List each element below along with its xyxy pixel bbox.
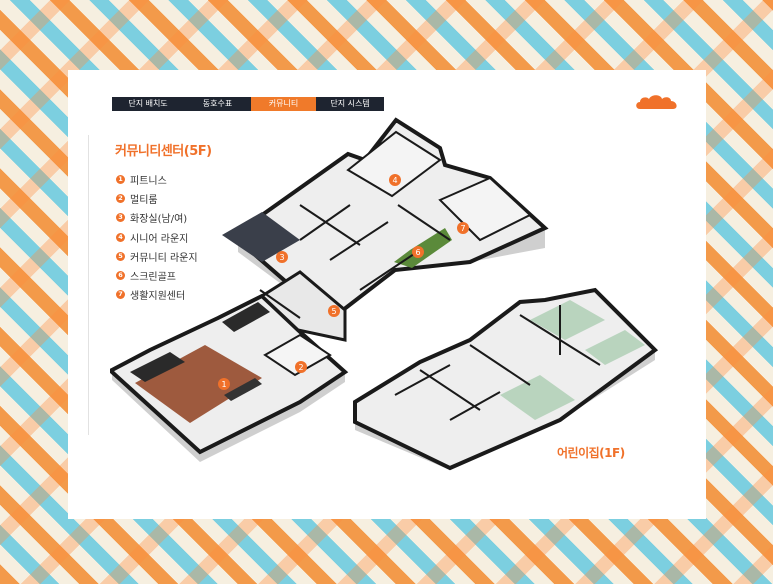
kindergarten-label: 어린이집(1F) <box>557 446 625 460</box>
section-title: 커뮤니티센터(5F) <box>115 144 212 159</box>
legend-item: 3 화장실(남/여) <box>116 208 198 227</box>
room-marker-2: 2 <box>295 361 307 373</box>
room-marker-5: 5 <box>328 305 340 317</box>
cloud-logo-icon <box>636 95 677 109</box>
legend-item: 2 멀티룸 <box>116 189 198 208</box>
legend-label: 피트니스 <box>130 176 167 188</box>
room-marker-6: 6 <box>412 246 424 258</box>
tab-community[interactable]: 커뮤니티 <box>251 97 316 111</box>
divider-line <box>88 135 89 435</box>
legend-item: 5 커뮤니티 라운지 <box>116 247 198 266</box>
legend-number-badge: 5 <box>116 251 125 261</box>
legend-number-badge: 3 <box>116 213 125 223</box>
legend-number-badge: 7 <box>116 290 125 300</box>
legend-item: 4 시니어 라운지 <box>116 228 198 247</box>
svg-text:5: 5 <box>331 307 336 316</box>
room-marker-1: 1 <box>218 378 230 390</box>
svg-text:4: 4 <box>392 176 397 185</box>
legend-item: 6 스크린골프 <box>116 266 198 285</box>
legend-item: 7 생활지원센터 <box>116 285 198 304</box>
kindergarten-floorplan <box>353 287 659 471</box>
tab-complex-system[interactable]: 단지 시스템 <box>316 97 384 111</box>
legend-label: 시니어 라운지 <box>130 233 189 245</box>
room-marker-4: 4 <box>389 174 401 186</box>
legend-label: 커뮤니티 라운지 <box>130 252 198 264</box>
community-center-floorplan <box>110 117 549 462</box>
room-marker-3: 3 <box>276 251 288 263</box>
svg-text:7: 7 <box>460 224 465 233</box>
svg-text:6: 6 <box>415 248 420 257</box>
legend-number-badge: 4 <box>116 232 125 242</box>
tab-bar: 단지 배치도 동호수표 커뮤니티 단지 시스템 <box>112 97 384 111</box>
legend-item: 1 피트니스 <box>116 170 198 189</box>
legend-label: 스크린골프 <box>130 272 176 284</box>
svg-text:3: 3 <box>279 253 284 262</box>
tab-site-plan[interactable]: 단지 배치도 <box>112 97 184 111</box>
legend-number-badge: 6 <box>116 271 125 281</box>
svg-text:1: 1 <box>221 380 226 389</box>
legend-number-badge: 1 <box>116 175 125 185</box>
legend-label: 생활지원센터 <box>130 291 186 303</box>
room-marker-7: 7 <box>457 222 469 234</box>
legend-label: 멀티룸 <box>130 195 158 207</box>
legend-number-badge: 2 <box>116 194 125 204</box>
tab-unit-table[interactable]: 동호수표 <box>184 97 251 111</box>
svg-text:2: 2 <box>298 363 303 372</box>
legend-label: 화장실(남/여) <box>130 214 188 226</box>
